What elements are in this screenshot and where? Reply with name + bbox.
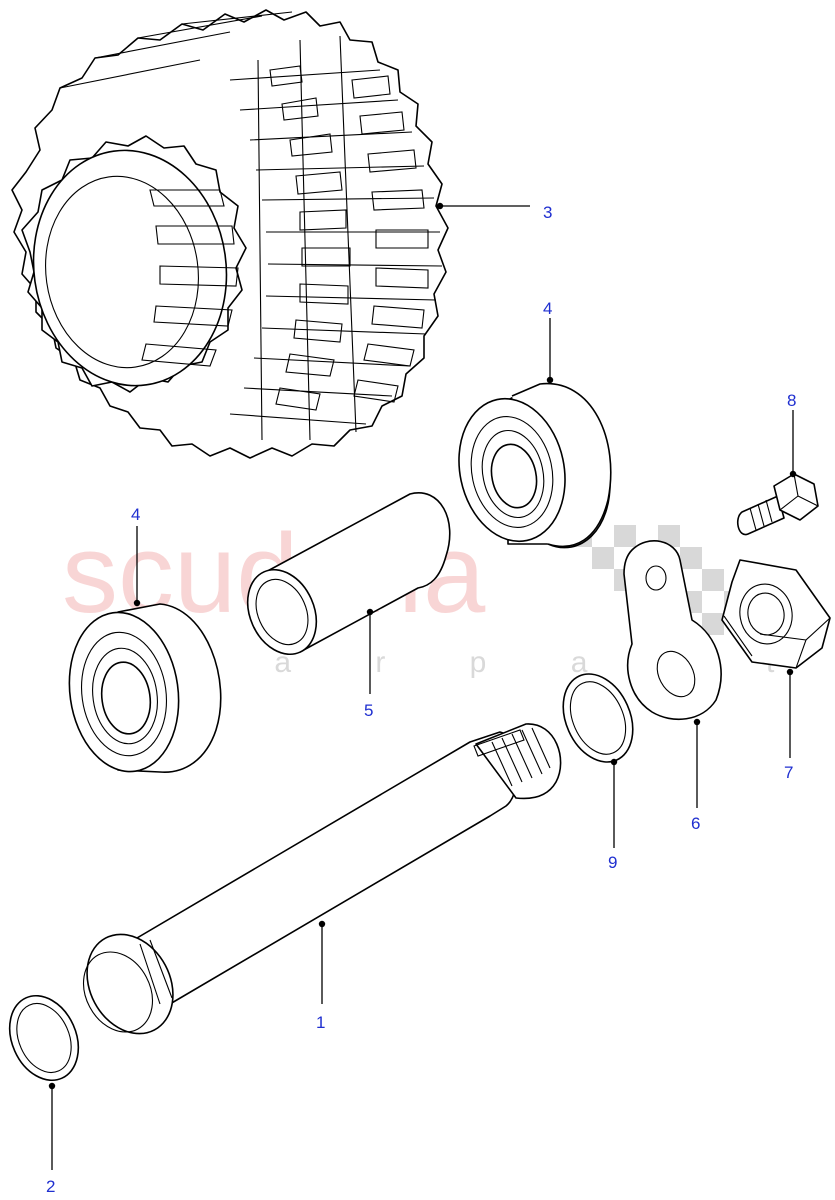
- bearing-upper: [458, 382, 612, 549]
- leader-lines: [48, 202, 797, 1170]
- o-ring-left: [8, 994, 80, 1082]
- callout-3: 3: [543, 203, 552, 222]
- callout-4-upper: 4: [543, 299, 552, 318]
- idler-shaft: [82, 723, 562, 1035]
- watermark-tagline: c a r p a r t s: [175, 646, 835, 679]
- o-ring-right: [562, 673, 634, 763]
- hex-nut: [721, 559, 831, 669]
- callout-9: 9: [608, 853, 617, 872]
- hex-bolt: [736, 473, 819, 536]
- spacer-sleeve: [246, 492, 451, 656]
- callout-2: 2: [46, 1177, 55, 1196]
- callout-labels: 3 4 4 5 8 7 6 9 1 2: [46, 203, 796, 1196]
- gear-cluster: [11, 9, 449, 459]
- callout-7: 7: [784, 763, 793, 782]
- callout-1: 1: [316, 1013, 325, 1032]
- callout-6: 6: [691, 814, 700, 833]
- callout-4-lower: 4: [131, 505, 140, 524]
- bearing-lower: [68, 603, 222, 773]
- lock-plate: [623, 540, 722, 720]
- callout-8: 8: [787, 391, 796, 410]
- callout-5: 5: [364, 701, 373, 720]
